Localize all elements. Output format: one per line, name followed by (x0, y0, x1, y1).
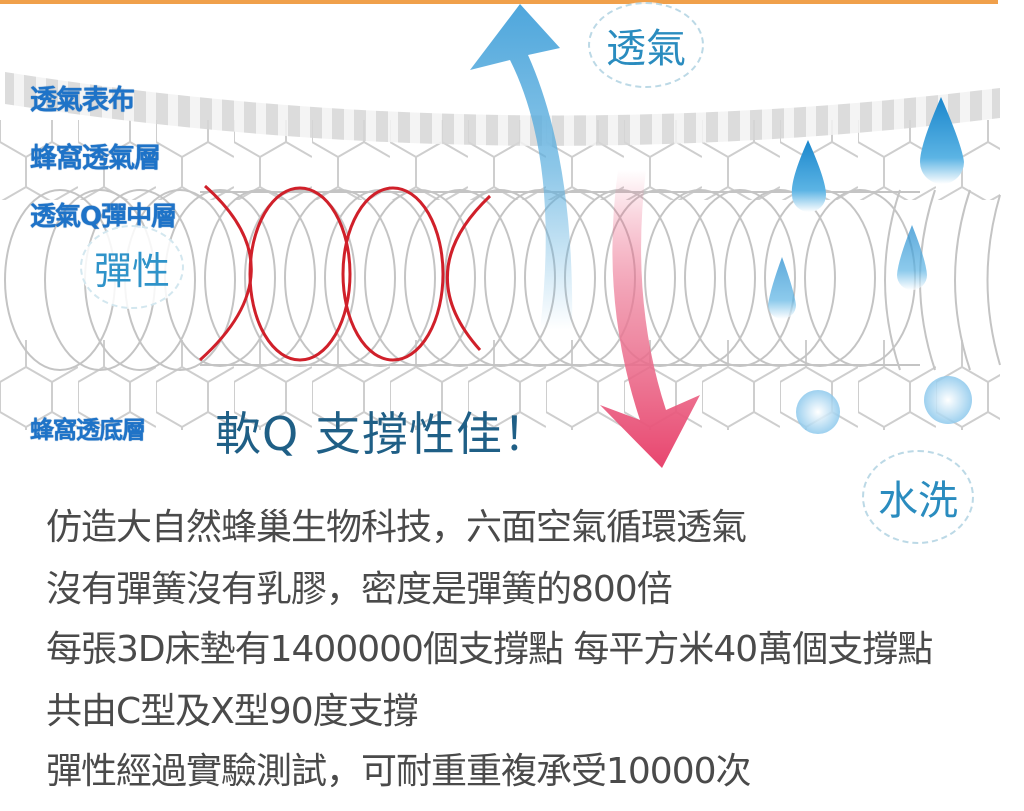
feature-line: 共由C型及X型90度支撐 (46, 691, 419, 732)
badge-breathable-text: 透氣 (606, 26, 686, 72)
badge-breathable: 透氣 (588, 2, 704, 88)
label-honeycomb-bottom-layer: 蜂窩透底層 (30, 416, 146, 444)
badge-elastic-text: 彈性 (93, 248, 170, 293)
badge-washable-text: 水洗 (878, 478, 958, 524)
badge-elastic: 彈性 (80, 225, 184, 309)
feature-line: 沒有彈簧沒有乳膠，密度是彈簧的800倍 (46, 569, 673, 610)
top-border (0, 0, 998, 4)
headline: 軟Q 支撐性佳！ (215, 407, 550, 461)
feature-line: 彈性經過實驗測試，可耐重重複承受10000次 (46, 751, 752, 792)
feature-line: 仿造大自然蜂巢生物科技，六面空氣循環透氣 (46, 507, 747, 548)
label-top-fabric: 透氣表布 (30, 85, 135, 116)
feature-line: 每張3D床墊有1400000個支撐點 每平方米40萬個支撐點 (46, 629, 933, 670)
label-middle-layer: 透氣Q彈中層 (30, 202, 177, 232)
label-honeycomb-top-layer: 蜂窩透氣層 (30, 143, 161, 174)
badge-washable: 水洗 (862, 450, 974, 544)
